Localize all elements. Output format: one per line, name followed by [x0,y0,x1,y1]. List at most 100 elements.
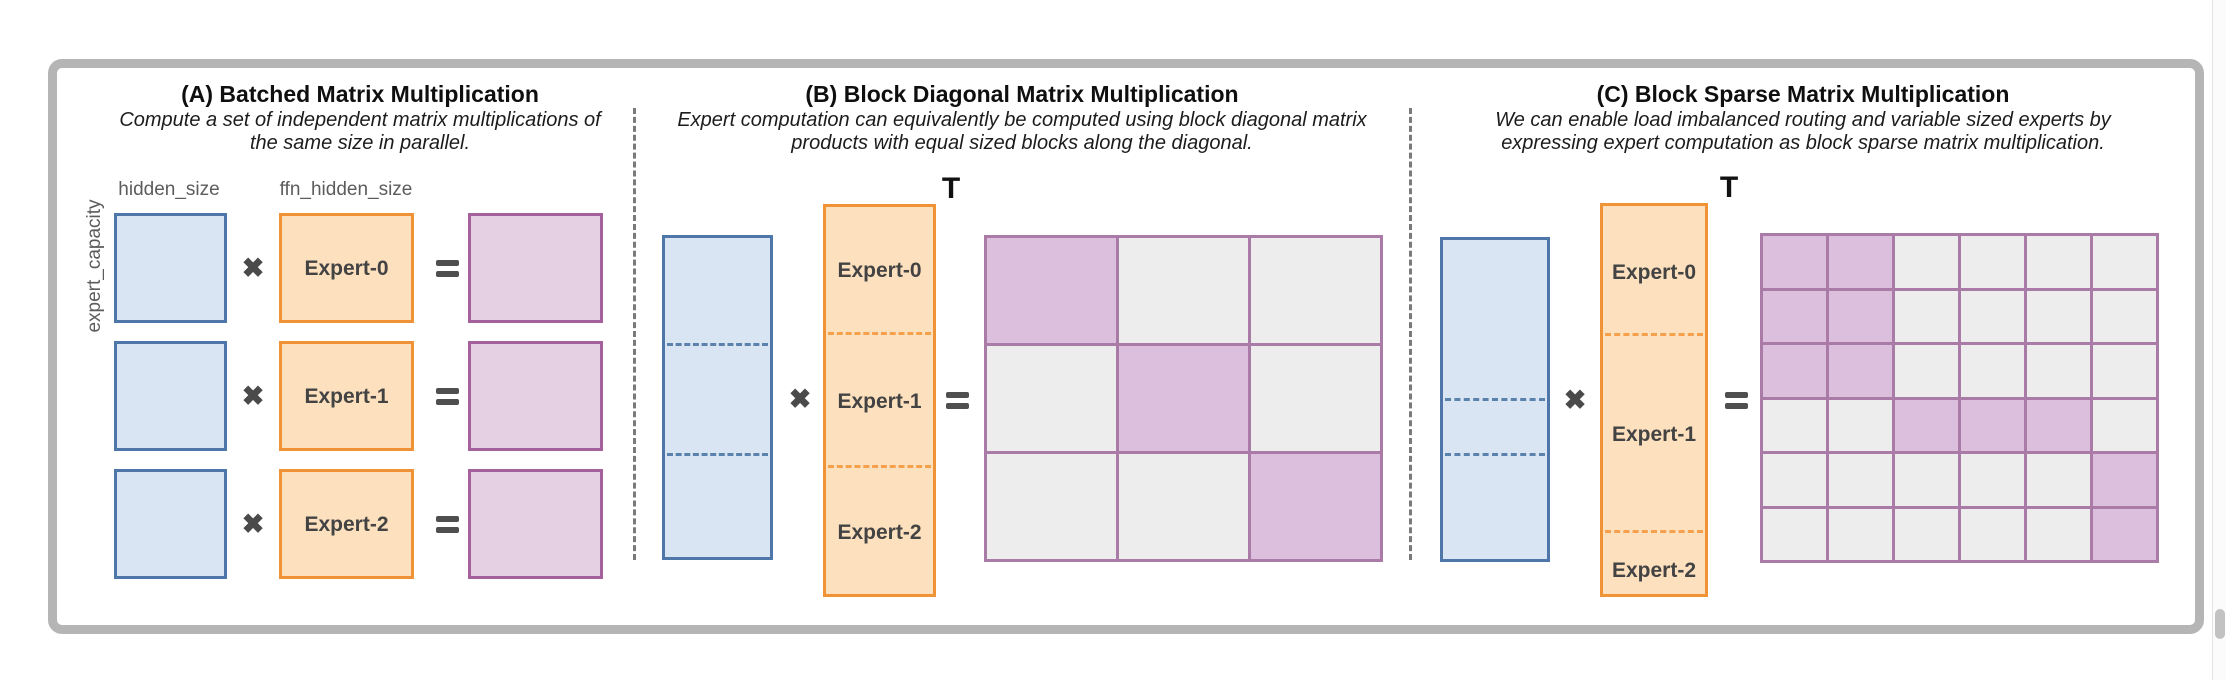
expert-matrix-a1: Expert-1 [279,341,414,451]
matrix-cell [2027,508,2090,560]
matrix-cell [2093,345,2156,397]
expert-matrix-a0: Expert-0 [279,213,414,323]
matrix-cell [1763,399,1826,451]
block-diagonal-output-matrix [984,235,1383,562]
equals-icon [436,516,459,533]
panel-c-subtitle-line1: We can enable load imbalanced routing an… [1495,109,2111,131]
transpose-mark: T [941,172,961,205]
input-matrix-a2 [114,469,227,579]
matrix-cell [2093,399,2156,451]
expert-label: Expert-2 [304,513,389,536]
matrix-cell [1895,236,1958,288]
expert-label: Expert-1 [1611,423,1697,446]
ffn-hidden-size-label: ffn_hidden_size [279,179,413,200]
matrix-cell [1961,345,2024,397]
expert-matrix-b: Expert-0 Expert-1 Expert-2 [823,204,936,597]
panel-divider-b-c [1409,108,1412,560]
matrix-cell [2093,290,2156,342]
matrix-cell [987,346,1116,451]
input-matrix-a0 [114,213,227,323]
dashed-divider [1605,530,1703,533]
matrix-cell [1961,399,2024,451]
matrix-cell [1895,290,1958,342]
matrix-cell [1895,454,1958,506]
matrix-cell [1961,454,2024,506]
panel-b-subtitle-line2: products with equal sized blocks along t… [791,132,1253,154]
matrix-cell [2027,454,2090,506]
equals-icon [436,388,459,405]
multiply-icon: ✖ [788,384,812,414]
panel-b-subtitle-line1: Expert computation can equivalently be c… [677,109,1367,131]
output-matrix-a1 [468,341,603,451]
matrix-cell [1895,508,1958,560]
multiply-icon: ✖ [1563,385,1587,415]
input-matrix-a1 [114,341,227,451]
dashed-divider [667,453,768,456]
dashed-divider [667,343,768,346]
expert-label: Expert-2 [837,521,922,544]
panel-divider-a-b [633,108,636,560]
expert-label: Expert-0 [1611,261,1697,284]
panel-a-subtitle-line1: Compute a set of independent matrix mult… [119,109,601,131]
panel-c-subtitle-line2: expressing expert computation as block s… [1501,132,2105,154]
matrix-cell [987,238,1116,343]
panel-a-title: (A) Batched Matrix Multiplication [181,81,539,107]
matrix-cell [1251,238,1380,343]
matrix-cell [2027,345,2090,397]
block-sparse-output-matrix [1760,233,2159,563]
dashed-divider [828,332,931,335]
panel-a-subtitle-line2: the same size in parallel. [249,132,471,154]
dashed-divider [1445,453,1545,456]
multiply-icon: ✖ [241,509,265,539]
panel-a-subtitle: Compute a set of independent matrix mult… [70,109,650,155]
matrix-cell [1961,508,2024,560]
transpose-mark: T [1719,171,1739,204]
expert-label: Expert-1 [837,390,922,413]
equals-icon [1725,392,1748,409]
matrix-cell [1895,399,1958,451]
expert-label: Expert-0 [837,259,922,282]
dashed-divider [1605,333,1703,336]
matrix-cell [2027,236,2090,288]
matrix-cell [1763,454,1826,506]
matrix-cell [1961,290,2024,342]
matrix-cell [1763,345,1826,397]
expert-label: Expert-0 [304,257,389,280]
matrix-cell [987,454,1116,559]
matrix-cell [2027,290,2090,342]
matrix-cell [1829,345,1892,397]
expert-label: Expert-1 [304,385,389,408]
matrix-cell [1829,399,1892,451]
output-matrix-a2 [468,469,603,579]
expert-capacity-label: expert_capacity [84,199,105,333]
expert-matrix-a2: Expert-2 [279,469,414,579]
matrix-cell [1251,454,1380,559]
panel-c-subtitle: We can enable load imbalanced routing an… [1430,109,2176,155]
matrix-cell [1119,238,1248,343]
matrix-cell [1763,290,1826,342]
vertical-scrollbar-track[interactable] [2212,0,2226,680]
hidden-size-label: hidden_size [118,179,220,200]
dashed-divider [1445,398,1545,401]
matrix-cell [1763,236,1826,288]
matrix-cell [1251,346,1380,451]
expert-matrix-c: Expert-0 Expert-1 Expert-2 [1600,203,1708,597]
matrix-cell [1119,346,1248,451]
matrix-cell [1829,290,1892,342]
matrix-cell [1895,345,1958,397]
panel-b-subtitle: Expert computation can equivalently be c… [650,109,1394,155]
output-matrix-a0 [468,213,603,323]
matrix-cell [2027,399,2090,451]
multiply-icon: ✖ [241,253,265,283]
matrix-cell [1961,236,2024,288]
matrix-cell [1763,508,1826,560]
matrix-cell [2093,508,2156,560]
input-matrix-c [1440,237,1550,562]
matrix-cell [1119,454,1248,559]
vertical-scrollbar-thumb[interactable] [2215,609,2225,639]
matrix-cell [1829,508,1892,560]
equals-icon [436,260,459,277]
matrix-cell [2093,454,2156,506]
dashed-divider [828,465,931,468]
